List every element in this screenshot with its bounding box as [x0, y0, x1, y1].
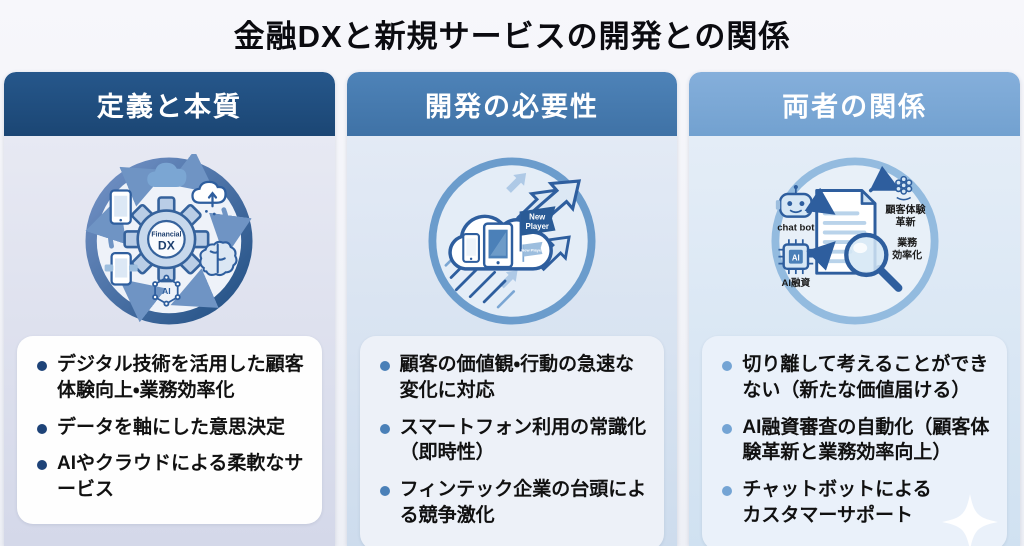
relation-arrows-icon — [804, 165, 901, 271]
smartphone-icon — [462, 232, 480, 263]
smartphone-icon-large — [482, 222, 514, 269]
outcome-labels: 顧客体験 革新 業務 効率化 — [885, 203, 926, 261]
list-item: スマートフォン利用の常識化（即時性） — [373, 415, 652, 467]
sparkle-icon — [942, 493, 999, 546]
ai-chip-label: AI — [792, 254, 800, 263]
ai-chip-icon: AI AI融資 — [778, 239, 813, 289]
new-player-flag-icon: New Player — [519, 206, 556, 252]
column-necessity-header: 開発の必要性 — [346, 72, 678, 136]
biz-label-line2: 効率化 — [891, 248, 922, 261]
column-relationship: 両者の関係 — [689, 72, 1021, 546]
financial-dx-cycle-icon: Financial DX — [82, 154, 256, 328]
chatbot-label: chat bot — [777, 223, 815, 234]
biz-label-line1: 業務 — [896, 236, 918, 249]
cloud-icon — [147, 162, 187, 188]
necessity-points-box: 顧客の価値観・行動の急速な変化に対応 スマートフォン利用の常識化（即時性） フィ… — [359, 336, 665, 546]
definition-points-box: デジタル技術を活用した顧客体験向上・業務効率化 データを軸にした意思決定 AIや… — [17, 336, 322, 525]
new-player-small-flag-icon: New Player — [521, 241, 543, 262]
list-item: フィンテック企業の台頭による競争激化 — [373, 477, 652, 529]
list-item: データを軸にした意思決定 — [30, 415, 309, 441]
list-item: AIやクラウドによる柔軟なサービス — [30, 451, 309, 503]
flag-label-line1: New — [529, 212, 546, 221]
gear-center-label: Financial — [152, 232, 182, 239]
column-definition-header: 定義と本質 — [4, 72, 335, 136]
gear-center-label-dx: DX — [158, 239, 176, 253]
column-definition: 定義と本質 — [4, 72, 335, 546]
brain-icon — [199, 240, 238, 277]
smartphone-icon — [109, 189, 133, 225]
cx-label-line1: 顧客体験 — [885, 203, 926, 216]
ai-hex-label: AI — [162, 286, 171, 296]
columns-container: 定義と本質 — [4, 72, 1021, 546]
cx-label-line2: 革新 — [895, 215, 915, 228]
gear-icon: Financial DX — [123, 196, 210, 283]
relationship-points-box: 切り離して考えることができない（新たな価値届ける） AI融資審査の自動化（顧客体… — [702, 336, 1008, 546]
list-item: 切り離して考えることができない（新たな価値届ける） — [715, 352, 994, 404]
smartphone-transfer-icon — [104, 252, 139, 286]
magnifier-icon — [843, 232, 903, 292]
column-necessity: 開発の必要性 — [346, 72, 678, 546]
list-item: 顧客の価値観・行動の急速な変化に対応 — [373, 352, 652, 404]
ai-network-icon: AI — [152, 274, 181, 307]
cloud-icon: New Player New Player — [448, 206, 556, 271]
ai-loan-label: AI融資 — [781, 277, 810, 289]
list-item: AI融資審査の自動化（顧客体験革新と業務効率向上） — [715, 415, 994, 467]
flower-icon — [894, 175, 913, 201]
list-item: チャットボットによる カスタマーサポート — [715, 477, 994, 529]
dx-service-relation-icon: chat bot AI AI融資 — [768, 154, 942, 328]
cloud-upload-icon — [191, 180, 228, 216]
new-player-growth-icon: New Player New Player — [425, 154, 599, 328]
flag-label-line2: Player — [525, 222, 549, 231]
list-item: デジタル技術を活用した顧客体験向上・業務効率化 — [30, 352, 309, 404]
column-relationship-header: 両者の関係 — [689, 72, 1021, 136]
page-title: 金融DXと新規サービスの開発との関係 — [233, 18, 791, 54]
small-flag-label: New Player — [521, 247, 543, 252]
